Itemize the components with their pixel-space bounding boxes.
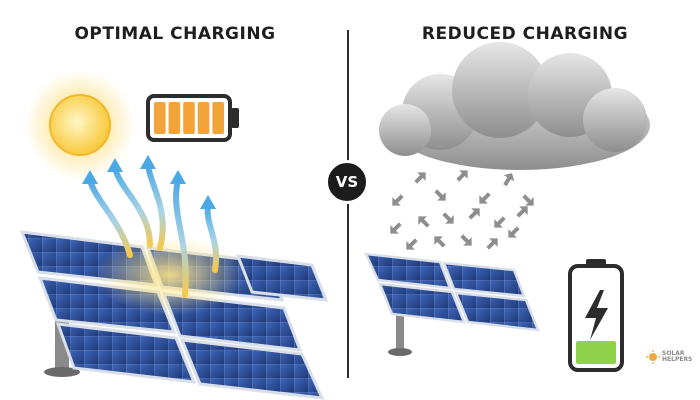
diffuse-arrow-icon — [434, 189, 446, 201]
battery-cell — [168, 102, 181, 134]
optimal-charging-title: OPTIMAL CHARGING — [74, 24, 276, 44]
solar-panel-array — [19, 230, 329, 400]
diffuse-arrow-icon — [390, 222, 402, 234]
diffuse-arrow-icon — [434, 236, 446, 248]
brand-name: SOLAR HELPERS — [662, 350, 693, 363]
diffuse-arrow-icon — [392, 194, 404, 206]
battery-cell — [154, 102, 166, 134]
diffuse-arrow-icon — [468, 208, 480, 220]
diffuse-arrow-icon — [456, 170, 468, 182]
diffuse-arrow-icon — [516, 206, 528, 218]
diffuse-arrow-icon — [460, 234, 472, 246]
sun-logo-icon — [646, 350, 660, 364]
diffuse-arrow-icon — [522, 194, 534, 206]
sunlight-rays — [87, 162, 219, 298]
battery-cell — [212, 102, 224, 134]
diffuse-arrow-icon — [479, 192, 491, 204]
vs-badge: VS — [325, 160, 369, 204]
sun-icon — [25, 70, 135, 180]
brand-logo: SOLAR HELPERS — [646, 350, 694, 364]
diffuse-arrow-icon — [442, 212, 454, 224]
lightning-bolt-icon — [585, 290, 608, 340]
center-divider — [347, 30, 349, 378]
diffuse-arrow-icon — [414, 172, 426, 184]
reduced-charging-title: REDUCED CHARGING — [421, 24, 629, 44]
battery-cell — [197, 102, 210, 134]
cloud-icon — [379, 42, 650, 170]
diffuse-arrow-icon — [508, 226, 520, 238]
diffuse-arrow-icon — [503, 173, 515, 187]
ray-arrowheads — [82, 155, 216, 209]
diffuse-arrow-icon — [406, 238, 418, 250]
diffuse-arrow-icon — [418, 216, 430, 228]
vs-label: VS — [335, 173, 359, 191]
full-battery-icon — [146, 94, 239, 142]
diffuse-arrow-icon — [494, 216, 506, 228]
diffused-light-arrows — [390, 170, 534, 250]
small-solar-panel — [363, 252, 540, 356]
diffuse-arrow-icon — [486, 238, 498, 250]
battery-cell — [183, 102, 195, 134]
